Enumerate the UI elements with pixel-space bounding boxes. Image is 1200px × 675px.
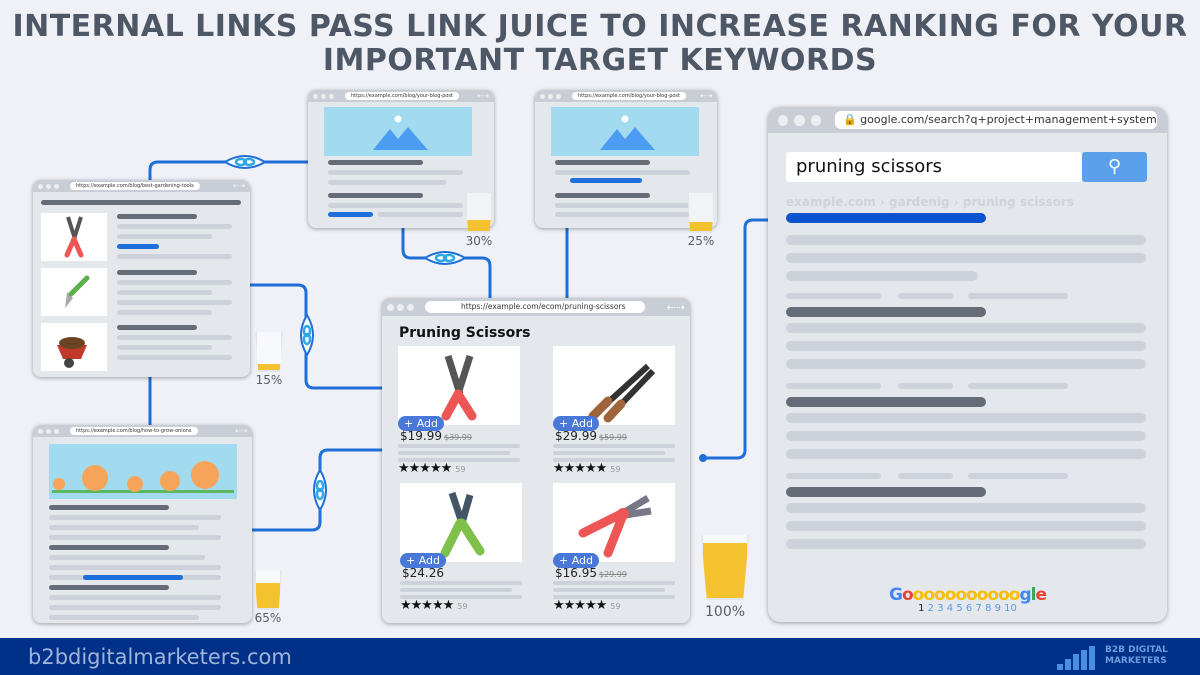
product-price: $24.26 [402, 566, 444, 580]
pruner-icon [440, 491, 485, 558]
nav-arrows-icon[interactable]: ⇠⇢ [235, 427, 247, 435]
juice-percent: 15% [255, 373, 283, 387]
brand-logo-icon [1057, 646, 1095, 670]
image-placeholder-icon [324, 107, 472, 156]
nav-arrows-icon[interactable]: ⇠⇢ [666, 300, 685, 314]
pruner-icon [441, 354, 477, 421]
add-to-cart-button[interactable]: + Add [553, 553, 600, 568]
product-price: $19.99 [400, 429, 442, 443]
add-label: Add [571, 417, 594, 430]
star-rating: ★★★★★59 [553, 461, 621, 476]
product-card[interactable]: + Add [553, 346, 675, 431]
browser-blog-post-2: https://example.com/blog/your-blog-post ⇠… [535, 90, 717, 228]
google-logo: Gooooooooooogle [889, 585, 1047, 605]
product-category-heading: Pruning Scissors [399, 325, 531, 341]
page-link[interactable]: 6 [965, 603, 973, 614]
nav-arrows-icon[interactable]: ⇠⇢ [477, 92, 489, 100]
browser-blog-post-1: https://example.com/blog/your-blog-post ⇠… [308, 90, 494, 228]
url-bar[interactable]: https://example.com/blog/your-blog-post [345, 92, 460, 100]
product-card[interactable]: + Add [553, 483, 675, 568]
juice-percent: 100% [705, 604, 746, 620]
link-line [148, 160, 308, 180]
add-to-cart-button[interactable]: + Add [553, 416, 600, 431]
browser-how-to-grow-onions: https://example.com/blog/how-to-grow-oni… [33, 425, 252, 623]
product-price: $29.99 [555, 429, 597, 443]
add-to-cart-button[interactable]: + Add [398, 416, 445, 431]
url-text: google.com/search?q+project+management+s… [860, 113, 1157, 126]
juice-percent: 25% [687, 234, 715, 248]
product-old-price: $29.99 [599, 570, 627, 579]
page-link[interactable]: 10 [1004, 603, 1017, 614]
brand-line-2: MARKETERS [1105, 656, 1167, 666]
page-title: INTERNAL LINKS PASS LINK JUICE TO INCREA… [0, 10, 1200, 78]
juice-percent: 30% [465, 234, 493, 248]
url-bar[interactable]: https://example.com/blog/how-to-grow-oni… [70, 427, 198, 435]
title-line-1: INTERNAL LINKS PASS LINK JUICE TO INCREA… [12, 9, 1188, 44]
url-bar[interactable]: https://example.com/blog/best-gardening-… [70, 182, 200, 190]
onions-image [49, 444, 237, 499]
page-link[interactable]: 3 [937, 603, 944, 614]
add-label: Add [571, 554, 594, 567]
page-link[interactable]: 2 [927, 603, 935, 614]
nav-arrows-icon[interactable]: ⇠⇢ [233, 182, 245, 190]
review-count: 59 [610, 465, 621, 474]
footer-site-link[interactable]: b2bdigitalmarketers.com [28, 645, 292, 669]
trowel-image [41, 268, 107, 316]
star-rating: ★★★★★59 [553, 598, 621, 613]
top-result-title[interactable] [786, 213, 986, 223]
product-old-price: $59.99 [599, 433, 627, 442]
pruner-icon [588, 363, 656, 423]
pagination: 1 2 3 4 5 6 7 8 9 10 [768, 603, 1167, 614]
link-line [703, 218, 790, 460]
brand-line-1: B2B DIGITAL [1105, 645, 1168, 655]
pruner-icon [578, 494, 652, 558]
url-bar[interactable]: https://example.com/ecom/pruning-scissor… [425, 301, 645, 313]
review-count: 59 [457, 602, 468, 611]
review-count: 59 [455, 465, 466, 474]
page-link[interactable]: 9 [994, 603, 1001, 614]
wheelbarrow-image [41, 323, 107, 371]
page-link[interactable]: 1 [918, 603, 925, 614]
page-link[interactable]: 7 [975, 603, 982, 614]
star-rating: ★★★★★59 [398, 461, 466, 476]
page-link[interactable]: 4 [946, 603, 954, 614]
juice-percent: 65% [254, 611, 282, 625]
result-breadcrumb: example.com › gardenig › pruning scissor… [786, 195, 1074, 209]
browser-best-gardening-tools: https://example.com/blog/best-gardening-… [33, 180, 250, 377]
product-card[interactable]: + Add [400, 483, 522, 568]
search-icon: ⚲ [1107, 156, 1122, 177]
search-button[interactable]: ⚲ [1082, 152, 1147, 182]
add-label: Add [418, 554, 441, 567]
title-line-2: IMPORTANT TARGET KEYWORDS [322, 43, 878, 78]
product-card[interactable]: + Add [398, 346, 520, 431]
url-bar[interactable]: 🔒 google.com/search?q+project+management… [834, 111, 1157, 129]
url-bar[interactable]: https://example.com/blog/your-blog-post [572, 92, 687, 100]
product-old-price: $39.99 [444, 433, 472, 442]
add-label: Add [416, 417, 439, 430]
product-price: $16.95 [555, 566, 597, 580]
star-rating: ★★★★★59 [400, 598, 468, 613]
pruner-image [41, 213, 107, 261]
link-dot [699, 454, 707, 462]
review-count: 59 [610, 602, 621, 611]
page-link[interactable]: 8 [985, 603, 992, 614]
nav-arrows-icon[interactable]: ⇠⇢ [700, 92, 712, 100]
page-link[interactable]: 5 [956, 603, 963, 614]
search-input[interactable]: pruning scissors [786, 152, 1082, 182]
image-placeholder-icon [551, 107, 699, 156]
browser-google-search: 🔒 google.com/search?q+project+management… [768, 107, 1167, 622]
add-to-cart-button[interactable]: + Add [400, 553, 447, 568]
